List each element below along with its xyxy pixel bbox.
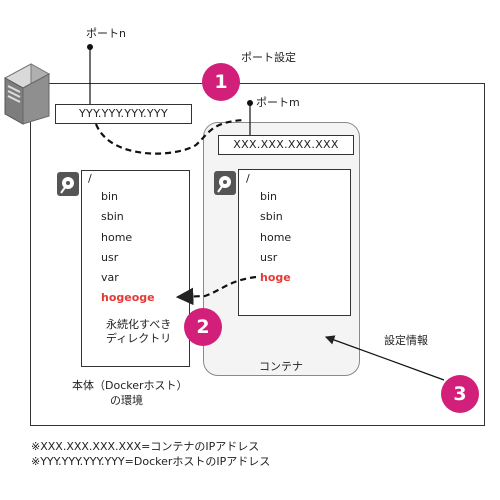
host-dir-sbin: sbin (101, 210, 124, 223)
host-env-label-line2: の環境 (110, 394, 143, 407)
persist-label-line2: ディレクトリ (106, 332, 172, 345)
step-badge-1: 1 (202, 63, 240, 101)
container-dir-sbin: sbin (260, 210, 283, 223)
host-env-label-line1: 本体（Dockerホスト） (72, 379, 188, 392)
host-ip-box: YYY.YYY.YYY.YYY (55, 104, 192, 124)
container-dir-hoge: hoge (260, 271, 291, 284)
server-icon (3, 63, 51, 125)
port-n-pin (87, 44, 93, 104)
step-badge-3: 3 (441, 375, 479, 413)
footnote-container-ip: ※XXX.XXX.XXX.XXX=コンテナのIPアドレス (31, 440, 260, 453)
port-setting-label: ポート設定 (241, 51, 296, 64)
host-dir-hogeoge: hogeoge (101, 291, 155, 304)
footnote-host-ip: ※YYY.YYY.YYY.YYY=DockerホストのIPアドレス (31, 455, 271, 468)
container-filesystem-box (238, 169, 351, 316)
host-dir-bin: bin (101, 190, 119, 203)
port-m-pin (247, 100, 253, 136)
container-dir-bin: bin (260, 190, 278, 203)
container-disk-icon (214, 171, 236, 195)
step-badge-2: 2 (184, 308, 222, 346)
host-dir-usr: usr (101, 251, 119, 264)
persist-label-line1: 永続化すべき (106, 318, 172, 331)
host-dir-var: var (101, 271, 119, 284)
container-dir-home: home (260, 231, 292, 244)
port-m-label: ポートm (256, 96, 300, 109)
host-disk-icon (57, 172, 79, 196)
container-ip-box: XXX.XXX.XXX.XXX (218, 135, 354, 155)
docker-host-boundary (30, 83, 485, 426)
config-info-label: 設定情報 (384, 334, 428, 347)
container-root-dir: / (246, 172, 250, 185)
port-n-label: ポートn (86, 27, 126, 40)
container-dir-usr: usr (260, 251, 278, 264)
host-dir-home: home (101, 231, 133, 244)
host-root-dir: / (88, 172, 92, 185)
host-filesystem-box (81, 170, 190, 367)
container-label: コンテナ (259, 360, 303, 373)
